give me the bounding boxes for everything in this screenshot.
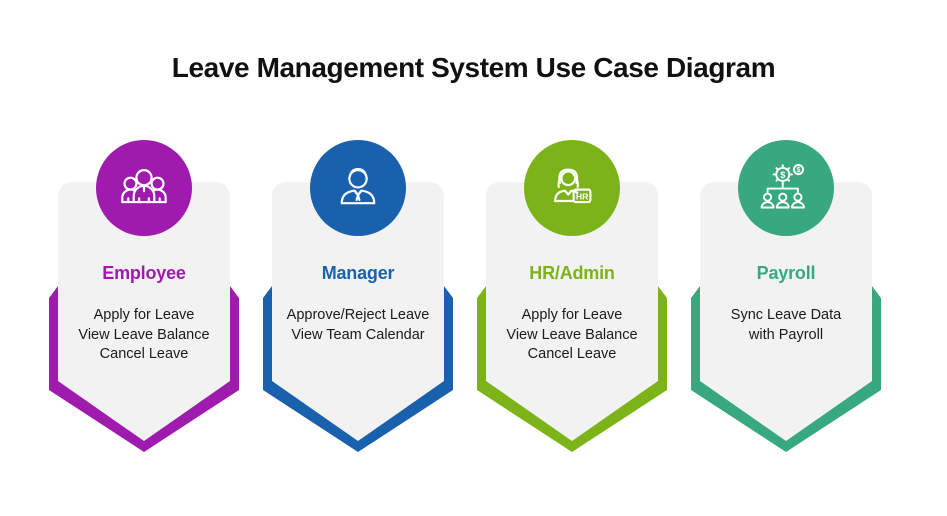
use-case-list: Approve/Reject Leave View Team Calendar (258, 306, 458, 345)
hr-icon-label: HR (576, 191, 589, 201)
actor-title-manager: Manager (321, 263, 395, 283)
card-background (272, 182, 444, 441)
hr-admin-badge: HR (524, 140, 620, 236)
payroll-card-shape (691, 182, 881, 452)
employee-card-shape (49, 182, 239, 452)
use-case-item: Cancel Leave (527, 346, 617, 362)
dollar-icon: $ (780, 170, 785, 180)
actor-column-hr-admin: HR HR/Admin Apply for Leave View Leave B… (472, 140, 672, 470)
manager-card-shape (263, 182, 453, 452)
actor-column-payroll: $ $ Payroll Sync Leave Data with Payroll (686, 140, 886, 470)
actor-columns: Employee Apply for Leave View Leave Bala… (44, 140, 886, 470)
actor-title-payroll: Payroll (756, 263, 816, 283)
employees-group-icon (121, 169, 167, 204)
use-case-item: Apply for Leave (93, 307, 195, 323)
use-case-item: View Leave Balance (506, 326, 638, 343)
card-background (700, 182, 872, 441)
manager-person-icon (340, 167, 376, 205)
use-case-item: Approve/Reject Leave (286, 307, 430, 323)
actor-column-manager: Manager Approve/Reject Leave View Team C… (258, 140, 458, 470)
use-case-item: with Payroll (748, 326, 824, 343)
card-background (486, 182, 658, 441)
use-case-list: Sync Leave Data with Payroll (686, 306, 886, 345)
card-background (58, 182, 230, 441)
actor-title-employee: Employee (102, 263, 186, 283)
employee-badge (96, 140, 192, 236)
hr-badge-icon: HR (554, 168, 592, 204)
actor-title-hr-admin: HR/Admin (529, 263, 615, 283)
page-title: Leave Management System Use Case Diagram (171, 52, 776, 83)
payroll-money-org-icon: $ $ (760, 164, 805, 209)
use-case-list: Apply for Leave View Leave Balance Cance… (472, 306, 672, 365)
use-case-list: Apply for Leave View Leave Balance Cance… (44, 306, 244, 365)
dollar-coin-icon: $ (796, 167, 800, 174)
payroll-badge: $ $ (738, 140, 834, 236)
actor-column-employee: Employee Apply for Leave View Leave Bala… (44, 140, 244, 470)
use-case-item: View Team Calendar (291, 326, 425, 343)
hr-admin-card-shape (477, 182, 667, 452)
use-case-item: Sync Leave Data (730, 307, 842, 323)
manager-badge (310, 140, 406, 236)
use-case-item: View Leave Balance (78, 326, 210, 343)
use-case-item: Apply for Leave (521, 307, 623, 323)
use-case-item: Cancel Leave (99, 346, 189, 362)
